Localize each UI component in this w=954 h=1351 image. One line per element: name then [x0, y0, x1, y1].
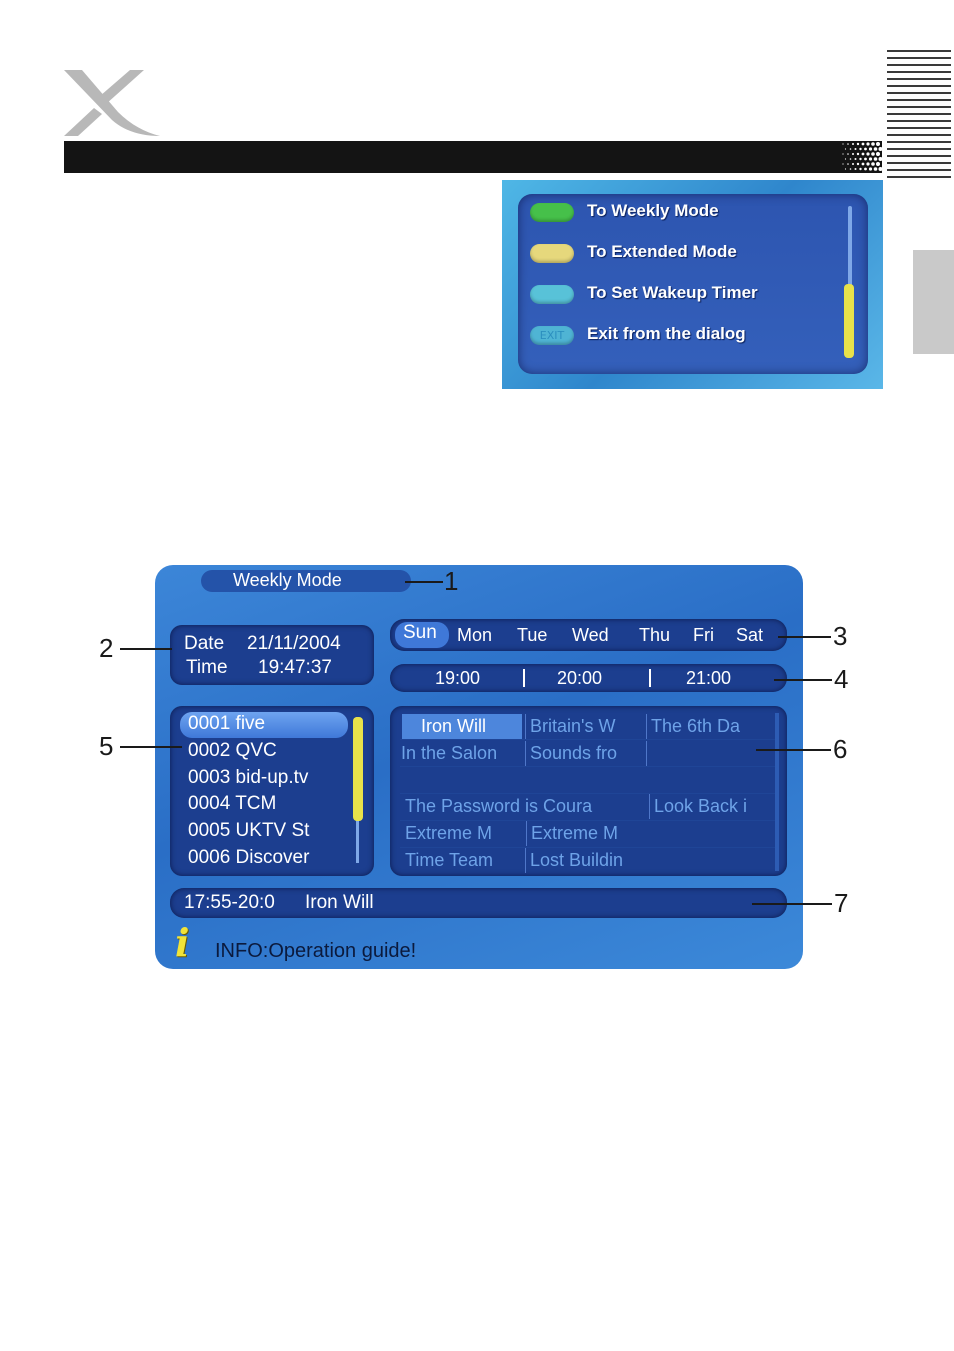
day-thu[interactable]: Thu: [639, 625, 671, 645]
program-cell[interactable]: Extreme M: [526, 821, 643, 846]
dialog-item-label[interactable]: To Weekly Mode: [587, 201, 719, 220]
callout-number: 6: [833, 734, 848, 764]
day-sat[interactable]: Sat: [736, 625, 764, 645]
day-tue[interactable]: Tue: [517, 625, 548, 645]
callout-line: [405, 581, 443, 583]
time-slot: 21:00: [686, 668, 732, 688]
program-cell[interactable]: In the Salon: [401, 743, 498, 763]
mode-title: Weekly Mode: [233, 570, 342, 590]
selected-channel-highlight[interactable]: [180, 712, 348, 738]
callout-number: 2: [99, 633, 114, 663]
time-slot: 20:00: [557, 668, 603, 688]
blue-key-icon: [530, 285, 574, 304]
callout-number: 5: [99, 731, 114, 761]
callout-line: [120, 746, 182, 748]
day-mon[interactable]: Mon: [457, 625, 493, 645]
time-divider: [649, 669, 651, 687]
callout-line: [752, 903, 832, 905]
dialog-item-label[interactable]: To Set Wakeup Timer: [587, 283, 758, 302]
program-cell[interactable]: The 6th Da: [646, 714, 771, 739]
green-key-icon: [530, 203, 574, 222]
dialog-scrollbar-thumb[interactable]: [844, 284, 854, 358]
day-fri[interactable]: Fri: [693, 625, 714, 645]
channel-item[interactable]: 0006 Discover: [188, 847, 310, 868]
channel-item[interactable]: 0004 TCM: [188, 793, 277, 814]
side-tab: [913, 250, 954, 354]
time-divider: [523, 669, 525, 687]
program-cell[interactable]: Sounds fro: [525, 741, 642, 766]
callout-line: [778, 636, 831, 638]
callout-number: 4: [834, 664, 849, 694]
header-bar: [64, 141, 882, 173]
status-title: Iron Will: [305, 892, 374, 913]
callout-number: 7: [834, 888, 849, 918]
mode-title-pill: [201, 570, 411, 592]
grid-rows: [400, 713, 776, 871]
dialog-item-label[interactable]: Exit from the dialog: [587, 324, 746, 343]
program-cell[interactable]: Look Back i: [649, 794, 772, 819]
color-key-dialog: To Weekly Mode To Extended Mode To Set W…: [518, 194, 868, 374]
program-cell[interactable]: Extreme M: [405, 823, 493, 843]
callout-line: [756, 749, 831, 751]
program-cell[interactable]: [646, 741, 771, 766]
dialog-item-label[interactable]: To Extended Mode: [587, 242, 737, 261]
channel-item[interactable]: 0002 QVC: [188, 740, 277, 761]
info-text: INFO:Operation guide!: [215, 940, 417, 962]
callout-number: 1: [444, 566, 459, 596]
date-label: Date: [184, 633, 225, 654]
date-time-panel: [170, 625, 374, 685]
day-wed[interactable]: Wed: [572, 625, 609, 645]
yellow-key-icon: [530, 244, 574, 263]
time-value: 19:47:37: [258, 657, 332, 678]
program-info-bar: [170, 888, 787, 918]
status-time: 17:55-20:0: [184, 892, 275, 913]
date-value: 21/11/2004: [247, 633, 341, 654]
program-cell[interactable]: Time Team: [405, 850, 494, 870]
channel-item[interactable]: 0003 bid-up.tv: [188, 767, 309, 788]
program-cell[interactable]: Lost Buildin: [525, 848, 642, 873]
program-cell[interactable]: The Password is Coura: [405, 796, 593, 816]
x-logo: [64, 70, 160, 136]
time-slot: 19:00: [435, 668, 481, 688]
weekly-mode-screenshot: Weekly Mode Date 21/11/2004 Time 19:47:3…: [155, 565, 803, 969]
channel-scrollbar-thumb[interactable]: [353, 717, 363, 821]
channel-item[interactable]: 0001 five: [188, 713, 266, 734]
info-icon: i: [175, 920, 190, 965]
selected-day-highlight[interactable]: [395, 622, 449, 648]
dialog-scrollbar-track[interactable]: [848, 206, 852, 356]
day-sun[interactable]: Sun: [403, 622, 437, 643]
callout-line: [120, 648, 172, 650]
callout-number: 3: [833, 621, 848, 651]
grid-scrollbar[interactable]: [775, 713, 779, 871]
time-bar: [390, 664, 787, 692]
time-label: Time: [186, 657, 228, 678]
header-dot-pattern: [842, 142, 882, 171]
program-cell[interactable]: Britain's W: [525, 714, 642, 739]
exit-key-icon: EXIT: [530, 326, 574, 345]
side-line-pattern: [887, 50, 951, 178]
program-cell[interactable]: Iron Will: [421, 716, 487, 736]
channel-item[interactable]: 0005 UKTV St: [188, 820, 310, 841]
callout-line: [774, 679, 832, 681]
day-bar: [390, 619, 787, 651]
